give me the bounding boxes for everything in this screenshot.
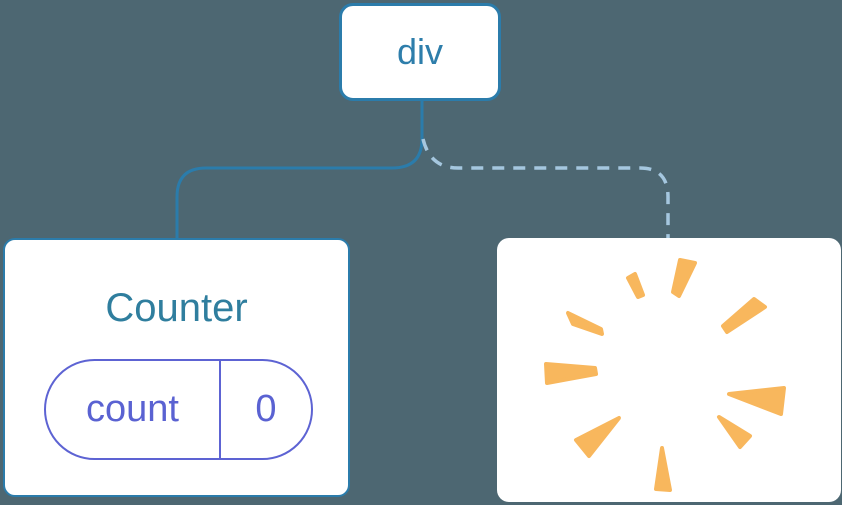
poof-ray [721,297,767,334]
poof-ray [626,272,645,299]
poof-ray [566,311,604,336]
solid-edge [175,101,424,238]
state-key-label: count [46,361,221,458]
poof-ray [717,415,752,449]
poof-icon [544,258,786,492]
dashed-edge [421,138,670,238]
poof-ray [654,446,672,492]
poof-ray [574,416,621,458]
state-pill: count 0 [44,359,313,460]
counter-component-card: Counter count 0 [3,238,350,497]
poof-ray [727,386,786,416]
poof-ray [544,362,598,385]
tree-node-div-label: div [396,31,444,72]
counter-title: Counter [105,286,248,330]
removed-component-card [497,238,841,502]
tree-node-div: div [339,3,501,101]
state-value: 0 [255,388,277,430]
poof-ray [671,258,697,298]
